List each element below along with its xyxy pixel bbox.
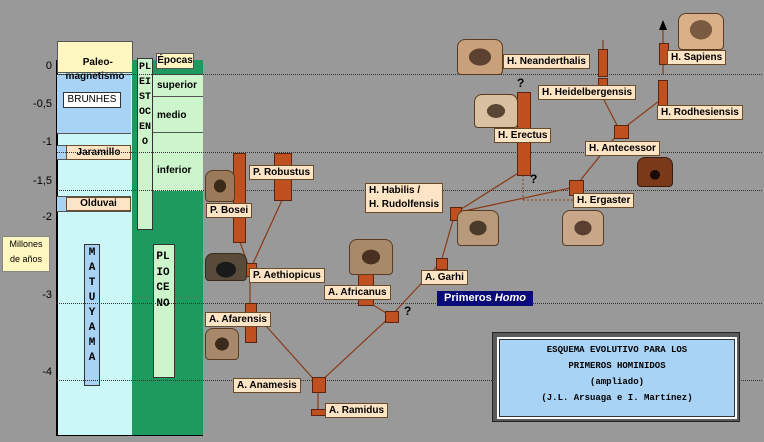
label-bosei: P. Bosei — [206, 203, 253, 218]
skull-neanderthalis-icon — [457, 39, 503, 75]
skull-antecessor-icon — [637, 157, 673, 187]
label-garhi: A. Garhi — [421, 270, 468, 285]
tick-1-5: -1,5 — [33, 175, 52, 187]
label-antecessor: H. Antecessor — [585, 141, 660, 156]
label-erectus: H. Erectus — [494, 128, 552, 143]
pliocene-text: PLIOCENO — [156, 251, 170, 310]
axis-label-line2: de años — [9, 254, 43, 264]
time-line-0 — [57, 74, 762, 75]
question-erectus: ? — [517, 76, 525, 90]
title-line-3: (ampliado) — [589, 377, 644, 387]
axis-label: Millones de años — [2, 236, 50, 272]
label-africanus: A. Africanus — [324, 285, 391, 300]
matuyama-label — [84, 244, 100, 386]
title-line-1: ESQUEMA EVOLUTIVO PARA LOS — [546, 345, 688, 355]
matuyama-text: MATUYAMA — [88, 247, 96, 364]
paleomag-header: Paleo- magnetismo — [57, 41, 133, 82]
epoch-superior: superior — [157, 80, 198, 91]
epoch-inferior: inferior — [157, 165, 192, 176]
skull-ergaster-icon — [562, 210, 604, 246]
title-box-inner: ESQUEMA EVOLUTIVO PARA LOS PRIMEROS HOMI… — [497, 337, 737, 419]
skull-erectus-icon — [474, 94, 518, 128]
skull-habilis-icon — [457, 210, 499, 246]
skull-africanus-icon — [349, 239, 393, 275]
pleistocene-label — [137, 58, 153, 230]
skull-bosei-icon — [205, 170, 235, 202]
time-line-4 — [57, 380, 762, 381]
label-ramidus: A. Ramidus — [325, 403, 389, 418]
skull-aethiopicus-icon — [205, 253, 247, 281]
label-anamensis: A. Anamesis — [233, 378, 301, 393]
primeros-homo-italic: Homo — [494, 292, 526, 304]
time-line-3 — [57, 303, 762, 304]
label-habilis: H. Habilis / H. Rudolfensis — [365, 183, 444, 213]
pliocene-light-band — [153, 244, 175, 378]
bar-afar-junction — [385, 311, 399, 323]
epoch-medio: medio — [157, 110, 187, 121]
label-ergaster: H. Ergaster — [573, 193, 635, 208]
title-line-2: PRIMEROS HOMINIDOS — [568, 361, 666, 371]
pleistocene-text: PLEISTOCENO — [139, 62, 152, 148]
label-neanderthalis: H. Neanderthalis — [503, 54, 590, 69]
bar-antecessor — [614, 125, 629, 139]
axis-frame-left — [56, 60, 57, 436]
olduvai-label: Olduvai — [66, 197, 131, 211]
epoch-medio-band — [153, 96, 203, 133]
bar-garhi — [436, 258, 448, 270]
brunhes-label: BRUNHES — [63, 92, 121, 108]
primeros-homo-label: Primeros Homo — [437, 291, 533, 306]
tick-0: 0 — [45, 60, 52, 72]
label-heidelbergensis: H. Heidelbergensis — [538, 85, 637, 100]
tick-3: -3 — [42, 289, 52, 301]
title-box: ESQUEMA EVOLUTIVO PARA LOS PRIMEROS HOMI… — [492, 332, 740, 422]
skull-sapiens-icon — [678, 13, 724, 50]
tick-4: -4 — [42, 366, 52, 378]
epoch-inferior-band — [153, 132, 203, 191]
axis-label-line1: Millones — [9, 239, 43, 249]
label-rodhesiensis: H. Rodhesiensis — [657, 105, 743, 120]
label-sapiens: H. Sapiens — [667, 50, 727, 65]
label-robustus: P. Robustus — [249, 165, 315, 180]
title-line-4: (J.L. Arsuaga e I. Martínez) — [541, 393, 693, 403]
time-line-1 — [57, 152, 762, 153]
paleomag-header-text: Paleo- magnetismo — [65, 57, 125, 82]
bar-neanderthalis — [598, 49, 608, 77]
tick-0-5: -0,5 — [33, 98, 52, 110]
primeros-homo-prefix: Primeros — [444, 292, 495, 304]
label-aethiopicus: P. Aethiopicus — [249, 268, 325, 283]
bar-anamensis — [312, 377, 326, 393]
skull-afarensis-icon — [205, 328, 239, 360]
label-afarensis: A. Afarensis — [205, 312, 271, 327]
question-ergaster: ? — [530, 172, 538, 186]
question-afarensis: ? — [404, 304, 412, 318]
tick-2: -2 — [42, 211, 52, 223]
tick-1: -1 — [42, 136, 52, 148]
epochs-header: Épocas — [156, 53, 194, 69]
